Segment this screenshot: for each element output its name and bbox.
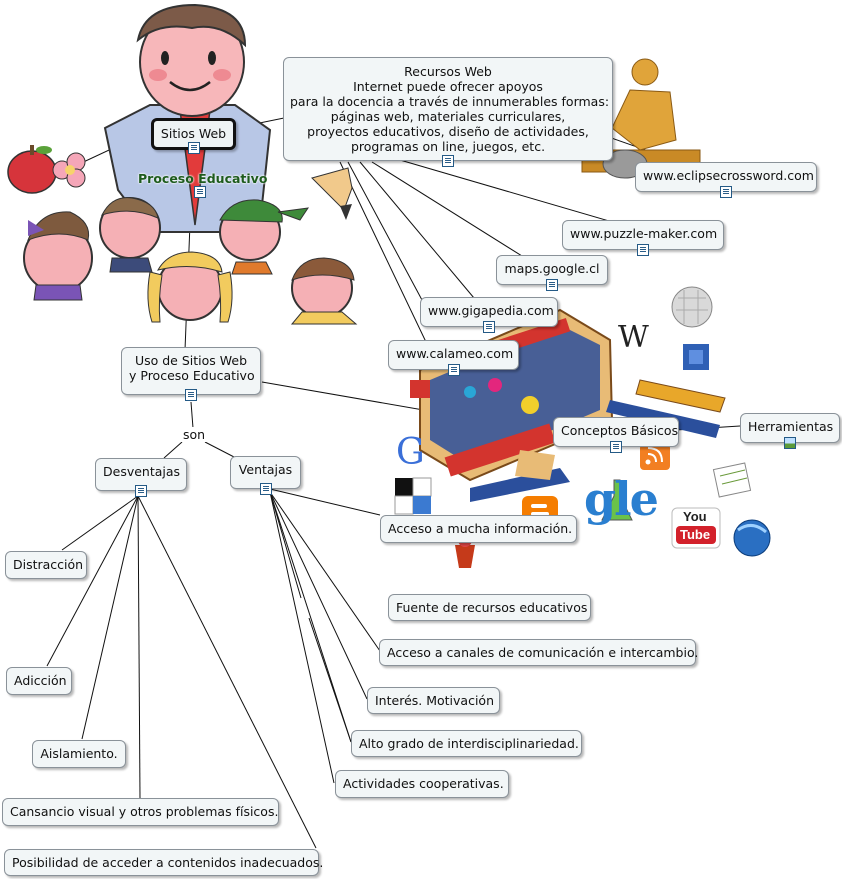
node-ventajas[interactable]: Ventajas <box>230 456 301 495</box>
delicious-stack-icon <box>683 344 709 370</box>
node-label: maps.google.cl <box>504 261 600 276</box>
node-label: www.gigapedia.com <box>428 303 554 318</box>
node-text-line: programas on line, juegos, etc. <box>350 139 546 154</box>
google-g-logo: G <box>396 432 425 473</box>
node-label: Distracción <box>13 557 84 572</box>
node-label: www.calameo.com <box>396 346 514 361</box>
node-actividades-cooperativas[interactable]: Actividades cooperativas. <box>335 770 509 798</box>
google-earth-icon <box>733 519 771 557</box>
node-label: Alto grado de interdisciplinariedad. <box>359 736 579 751</box>
youtube-you-text: You <box>683 509 707 524</box>
node-label: Adicción <box>14 673 67 688</box>
node-gigapedia[interactable]: www.gigapedia.com <box>420 297 558 333</box>
node-title: Recursos Web <box>404 64 492 79</box>
document-icon[interactable] <box>447 364 460 376</box>
document-icon[interactable] <box>187 142 200 154</box>
node-label: Desventajas <box>103 464 181 479</box>
node-text-line: para la docencia a través de innumerable… <box>290 94 610 109</box>
document-icon[interactable] <box>546 279 558 291</box>
node-maps-google[interactable]: maps.google.cl <box>496 255 608 291</box>
document-icon[interactable] <box>442 155 454 167</box>
node-cansancio-visual[interactable]: Cansancio visual y otros problemas físic… <box>2 798 279 826</box>
node-label: Ventajas <box>238 462 293 477</box>
spreadsheet-icon <box>712 462 752 498</box>
youtube-icon <box>671 507 721 549</box>
node-label: Conceptos Básicos <box>561 423 679 438</box>
node-uso-sitios-web[interactable]: Uso de Sitios Web y Proceso Educativo <box>121 347 261 401</box>
node-text-line: y Proceso Educativo <box>129 368 255 383</box>
node-label: Fuente de recursos educativos <box>396 600 588 615</box>
node-eclipsecrossword[interactable]: www.eclipsecrossword.com <box>635 162 817 198</box>
node-interdisciplinariedad[interactable]: Alto grado de interdisciplinariedad. <box>351 730 582 757</box>
document-icon[interactable] <box>610 441 622 453</box>
node-label: Sitios Web <box>160 126 227 141</box>
document-icon[interactable] <box>637 244 649 256</box>
node-label: Cansancio visual y otros problemas físic… <box>10 804 279 819</box>
node-label: Herramientas <box>748 419 834 434</box>
node-distraccion[interactable]: Distracción <box>5 551 87 579</box>
node-conceptos-basicos[interactable]: Conceptos Básicos <box>553 417 679 453</box>
node-label: Actividades cooperativas. <box>343 776 504 791</box>
toolbox-illustration <box>410 308 726 502</box>
node-text-line: proyectos educativos, diseño de activida… <box>307 124 589 139</box>
node-text-line: Internet puede ofrecer apoyos <box>353 79 543 94</box>
node-label: Aislamiento. <box>40 746 118 761</box>
node-text-line: páginas web, materiales curriculares, <box>330 109 566 124</box>
rss-icon <box>640 444 670 470</box>
kids-illustration <box>23 197 358 325</box>
node-adiccion[interactable]: Adicción <box>6 667 72 695</box>
link-label-son: son <box>181 427 208 442</box>
node-label: www.puzzle-maker.com <box>570 226 718 241</box>
node-recursos-web[interactable]: Recursos Web Internet puede ofrecer apoy… <box>283 57 613 167</box>
node-label: www.eclipsecrossword.com <box>643 168 814 183</box>
image-icon[interactable] <box>784 437 796 449</box>
pencil-illustration <box>311 167 353 220</box>
node-sitios-web[interactable]: Sitios Web <box>151 118 236 154</box>
document-icon[interactable] <box>720 186 732 198</box>
label-proceso-educativo: Proceso Educativo <box>138 171 268 186</box>
document-icon[interactable] <box>483 321 495 333</box>
document-icon[interactable] <box>185 389 197 401</box>
youtube-tube-text: Tube <box>680 527 711 542</box>
node-aislamiento[interactable]: Aislamiento. <box>32 740 126 768</box>
apple-illustration <box>7 145 57 194</box>
node-label: Acceso a mucha información. <box>388 521 573 536</box>
node-label: Interés. Motivación <box>375 693 494 708</box>
node-desventajas[interactable]: Desventajas <box>95 458 187 497</box>
flower-illustration <box>52 152 86 188</box>
node-herramientas[interactable]: Herramientas <box>740 413 840 449</box>
node-acceso-informacion[interactable]: Acceso a mucha información. <box>380 515 577 543</box>
node-calameo[interactable]: www.calameo.com <box>388 340 519 376</box>
node-label: Posibilidad de acceder a contenidos inad… <box>12 855 324 870</box>
google-gle-logo: gle <box>584 472 659 526</box>
node-puzzle-maker[interactable]: www.puzzle-maker.com <box>562 220 724 256</box>
potion-flask-icon <box>601 479 633 521</box>
wikipedia-w-logo: W <box>618 320 649 355</box>
wikipedia-globe-icon <box>671 286 713 328</box>
document-icon[interactable] <box>194 186 206 198</box>
node-interes-motivacion[interactable]: Interés. Motivación <box>367 687 500 714</box>
node-fuente-recursos[interactable]: Fuente de recursos educativos <box>388 594 591 621</box>
node-text-line: Uso de Sitios Web <box>134 353 248 368</box>
node-acceso-canales[interactable]: Acceso a canales de comunicación e inter… <box>379 639 699 666</box>
node-label: Acceso a canales de comunicación e inter… <box>387 645 699 660</box>
document-icon[interactable] <box>135 485 147 497</box>
node-contenidos-inadecuados[interactable]: Posibilidad de acceder a contenidos inad… <box>4 849 323 876</box>
document-icon[interactable] <box>259 483 272 495</box>
delicious-icon <box>394 477 432 515</box>
